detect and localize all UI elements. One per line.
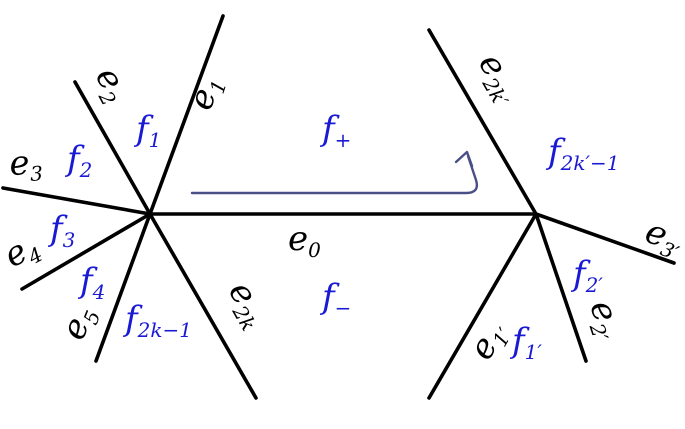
edge-e2p: [534, 212, 588, 363]
edge-e5: [94, 212, 152, 363]
label-fminus: f−: [319, 277, 351, 320]
face-labels: f+ f− f1 f2 f3 f4 f2k−1 f2k′−1 f2′ f1′: [47, 109, 619, 364]
edge-e2: [73, 80, 152, 216]
label-e2kp: e2k′: [468, 47, 530, 112]
label-e5: e5: [53, 300, 105, 347]
edge-e4: [20, 212, 152, 291]
orientation-arrow: [190, 150, 479, 195]
edge-e1p: [427, 212, 538, 400]
label-e0: e0: [288, 219, 321, 262]
label-f2p: f2′: [570, 254, 603, 297]
label-e3p: e3′: [639, 211, 685, 265]
label-f1: f1: [133, 109, 161, 152]
label-e1p: e1′: [461, 314, 517, 368]
edges: [1, 14, 676, 400]
edge-e3p: [534, 212, 676, 265]
label-e4: e4: [0, 225, 47, 278]
label-f1p: f1′: [509, 321, 542, 364]
label-e2p: e2′: [579, 295, 632, 344]
label-f2kpm1: f2k′−1: [545, 132, 619, 175]
label-f3: f3: [47, 209, 75, 252]
label-e2: e2: [84, 60, 137, 109]
edge-e1: [148, 14, 225, 216]
label-fplus: f+: [319, 109, 351, 152]
label-f2: f2: [64, 139, 92, 182]
label-e3: e3: [8, 142, 43, 187]
edge-e2kp: [427, 28, 538, 216]
label-f2km1: f2k−1: [122, 299, 192, 342]
edge-e2k: [148, 212, 258, 400]
edge-e3: [1, 186, 152, 216]
label-f4: f4: [77, 261, 105, 304]
label-e2k: e2k: [218, 275, 278, 335]
